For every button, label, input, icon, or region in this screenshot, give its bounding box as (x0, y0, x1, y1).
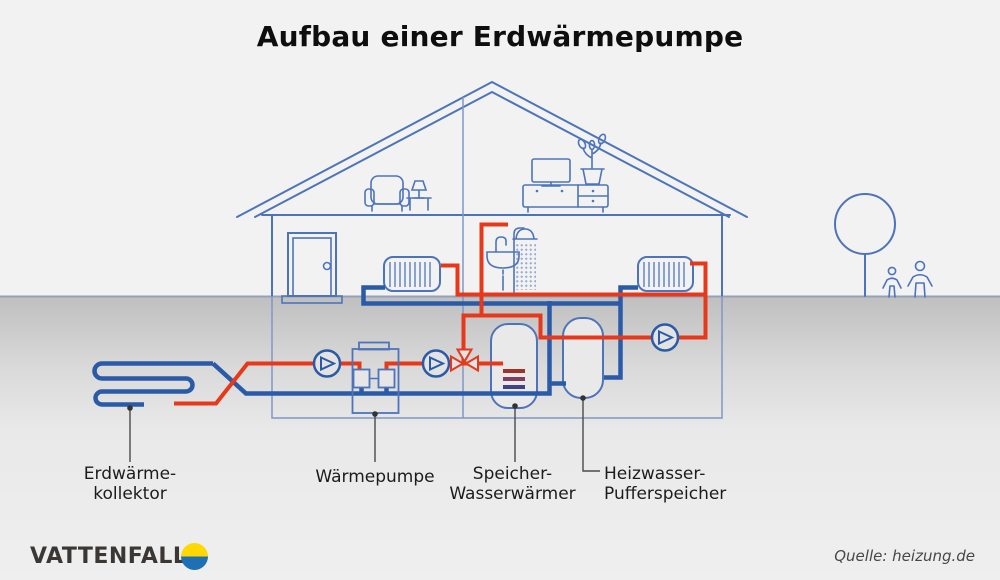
label-collector-line1: Erdwärme- (83, 464, 177, 484)
label-collector-line2: kollektor (93, 484, 167, 504)
label-heat-pump: Wärmepumpe (315, 467, 435, 487)
label-water-heater-line2: Wasserwärmer (449, 484, 576, 504)
pump-icon-2 (421, 349, 451, 378)
vattenfall-logo-icon (181, 543, 208, 570)
lamp-table-icon (406, 180, 432, 211)
heat-pump-unit (351, 341, 400, 414)
label-collector: Erdwärme- kollektor (55, 464, 205, 504)
mixing-valve-icon (450, 348, 479, 373)
radiator-left-icon (383, 256, 441, 292)
plant-icon (577, 133, 607, 185)
vattenfall-wordmark: VATTENFALL (30, 544, 188, 569)
page-title: Aufbau einer Erdwärmepumpe (256, 20, 744, 53)
pipes-red (174, 222, 708, 406)
label-buffer-tank-line1: Heizwasser- (604, 464, 706, 484)
door-icon (281, 232, 343, 304)
pump-icon-3 (650, 323, 680, 352)
sink-icon (486, 236, 520, 291)
collector-coil (92, 361, 213, 407)
shower-icon (512, 227, 538, 293)
label-buffer-tank-line2: Pufferspeicher (604, 484, 727, 504)
buffer-tank (562, 317, 604, 399)
pump-icon-1 (312, 349, 342, 378)
tv-icon (531, 158, 571, 187)
tree-icon (834, 193, 896, 297)
shower-spray-dots (515, 243, 536, 290)
label-leaders (127, 395, 600, 472)
radiator-right-icon (637, 256, 694, 292)
house-outline (236, 80, 748, 419)
armchair-icon (364, 175, 410, 212)
label-buffer-tank: Heizwasser- Pufferspeicher (604, 464, 784, 504)
label-water-heater-line1: Speicher- (472, 464, 553, 484)
tv-cabinet-icon (522, 184, 609, 213)
source-credit: Quelle: heizung.de (834, 547, 975, 565)
people-icon (882, 260, 933, 298)
label-water-heater: Speicher- Wasserwärmer (425, 464, 600, 504)
